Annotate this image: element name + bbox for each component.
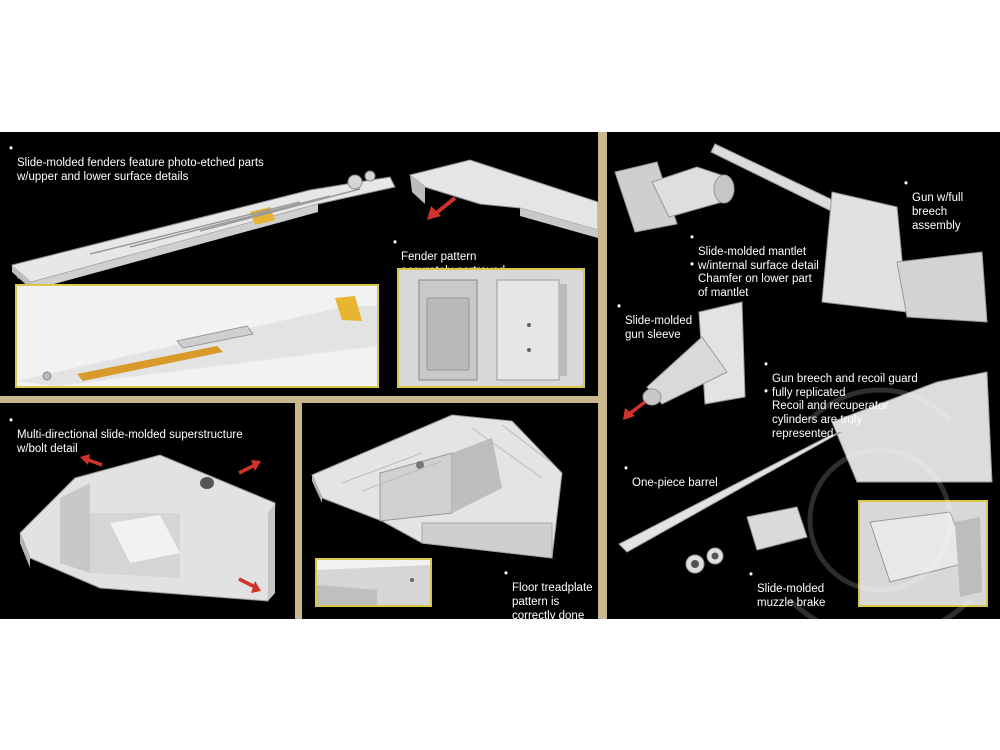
gun-parts-image	[614, 143, 993, 574]
gun-panel: •Gun w/full breech assembly •Slide-molde…	[607, 132, 1000, 619]
red-arrow-icon	[427, 196, 457, 220]
gun-sleeve-label: •Slide-molded gun sleeve	[617, 301, 693, 341]
gun-full-breech-label: •Gun w/full breech assembly	[904, 178, 964, 232]
fenders-caption: •Slide-molded fenders feature photo-etch…	[9, 143, 264, 183]
red-arrow-icon	[623, 400, 647, 420]
barrel-label: •One-piece barrel	[624, 463, 718, 489]
recoil-label: •Recoil and recuperator cylinders are tr…	[764, 386, 889, 440]
floor-treadplate-inset	[315, 558, 432, 607]
fender-pattern-inset	[397, 268, 585, 388]
floor-panel: •Floor treadplate pattern is correctly d…	[302, 403, 598, 619]
fender-detail-inset	[15, 284, 379, 388]
floor-part-image	[311, 414, 563, 559]
floor-caption: •Floor treadplate pattern is correctly d…	[504, 568, 593, 619]
fender-part-image	[11, 159, 598, 290]
red-arrow-icon	[238, 577, 261, 593]
superstructure-part-image	[19, 454, 276, 602]
breech-guard-label: •Gun breech and recoil guard fully repli…	[764, 359, 918, 399]
muzzle-brake-label: •Slide-molded muzzle brake	[749, 569, 826, 609]
superstructure-panel: •Multi-directional slide-molded superstr…	[0, 403, 295, 619]
red-arrow-icon	[238, 460, 261, 475]
red-arrow-icon	[80, 454, 103, 467]
fenders-panel: •Slide-molded fenders feature photo-etch…	[0, 132, 598, 396]
superstructure-caption: •Multi-directional slide-molded superstr…	[9, 415, 243, 455]
mantlet-label: •Slide-molded mantlet w/internal surface…	[690, 232, 819, 272]
breech-detail-inset	[858, 500, 988, 607]
chamfer-label: •Chamfer on lower part of mantlet	[690, 259, 812, 299]
